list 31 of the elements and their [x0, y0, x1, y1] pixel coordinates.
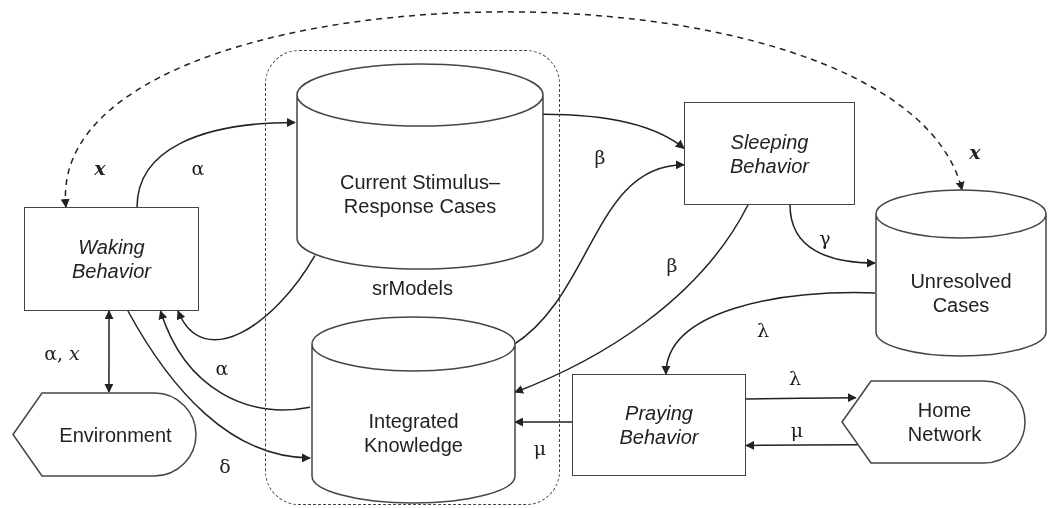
- process-box: [572, 374, 746, 476]
- process-box: [24, 207, 199, 311]
- dashed-arrow: [63, 11, 963, 208]
- node-label: Home Network: [906, 398, 983, 446]
- node-label: Sleeping Behavior: [729, 129, 811, 178]
- node-label: Integrated Knowledge: [363, 409, 464, 457]
- arrow: [127, 310, 311, 462]
- terminal-shape: [841, 380, 1026, 464]
- arrow: [745, 393, 857, 403]
- arrow: [136, 118, 296, 208]
- arrow: [159, 310, 311, 411]
- arrow: [177, 254, 316, 341]
- arrow: [789, 204, 876, 268]
- node-label: Praying Behavior: [618, 401, 700, 449]
- node-label: Unresolved Cases: [909, 269, 1013, 317]
- terminal-shape: [12, 392, 197, 477]
- node-label: Current Stimulus–Response Cases: [338, 169, 502, 218]
- node-label: Waking Behavior: [71, 235, 153, 283]
- database-cylinder: [875, 190, 1047, 356]
- arrow: [512, 161, 685, 346]
- arrow: [662, 291, 876, 375]
- group-label: srModels: [370, 277, 455, 300]
- arrow: [514, 204, 749, 394]
- arrow: [104, 310, 114, 393]
- arrow: [514, 417, 573, 427]
- database-cylinder: [296, 64, 544, 269]
- node-label: Environment: [58, 422, 173, 447]
- dashed-group-box: [265, 50, 560, 505]
- arrow: [542, 113, 685, 150]
- database-cylinder: [311, 317, 516, 503]
- process-box: [684, 102, 855, 205]
